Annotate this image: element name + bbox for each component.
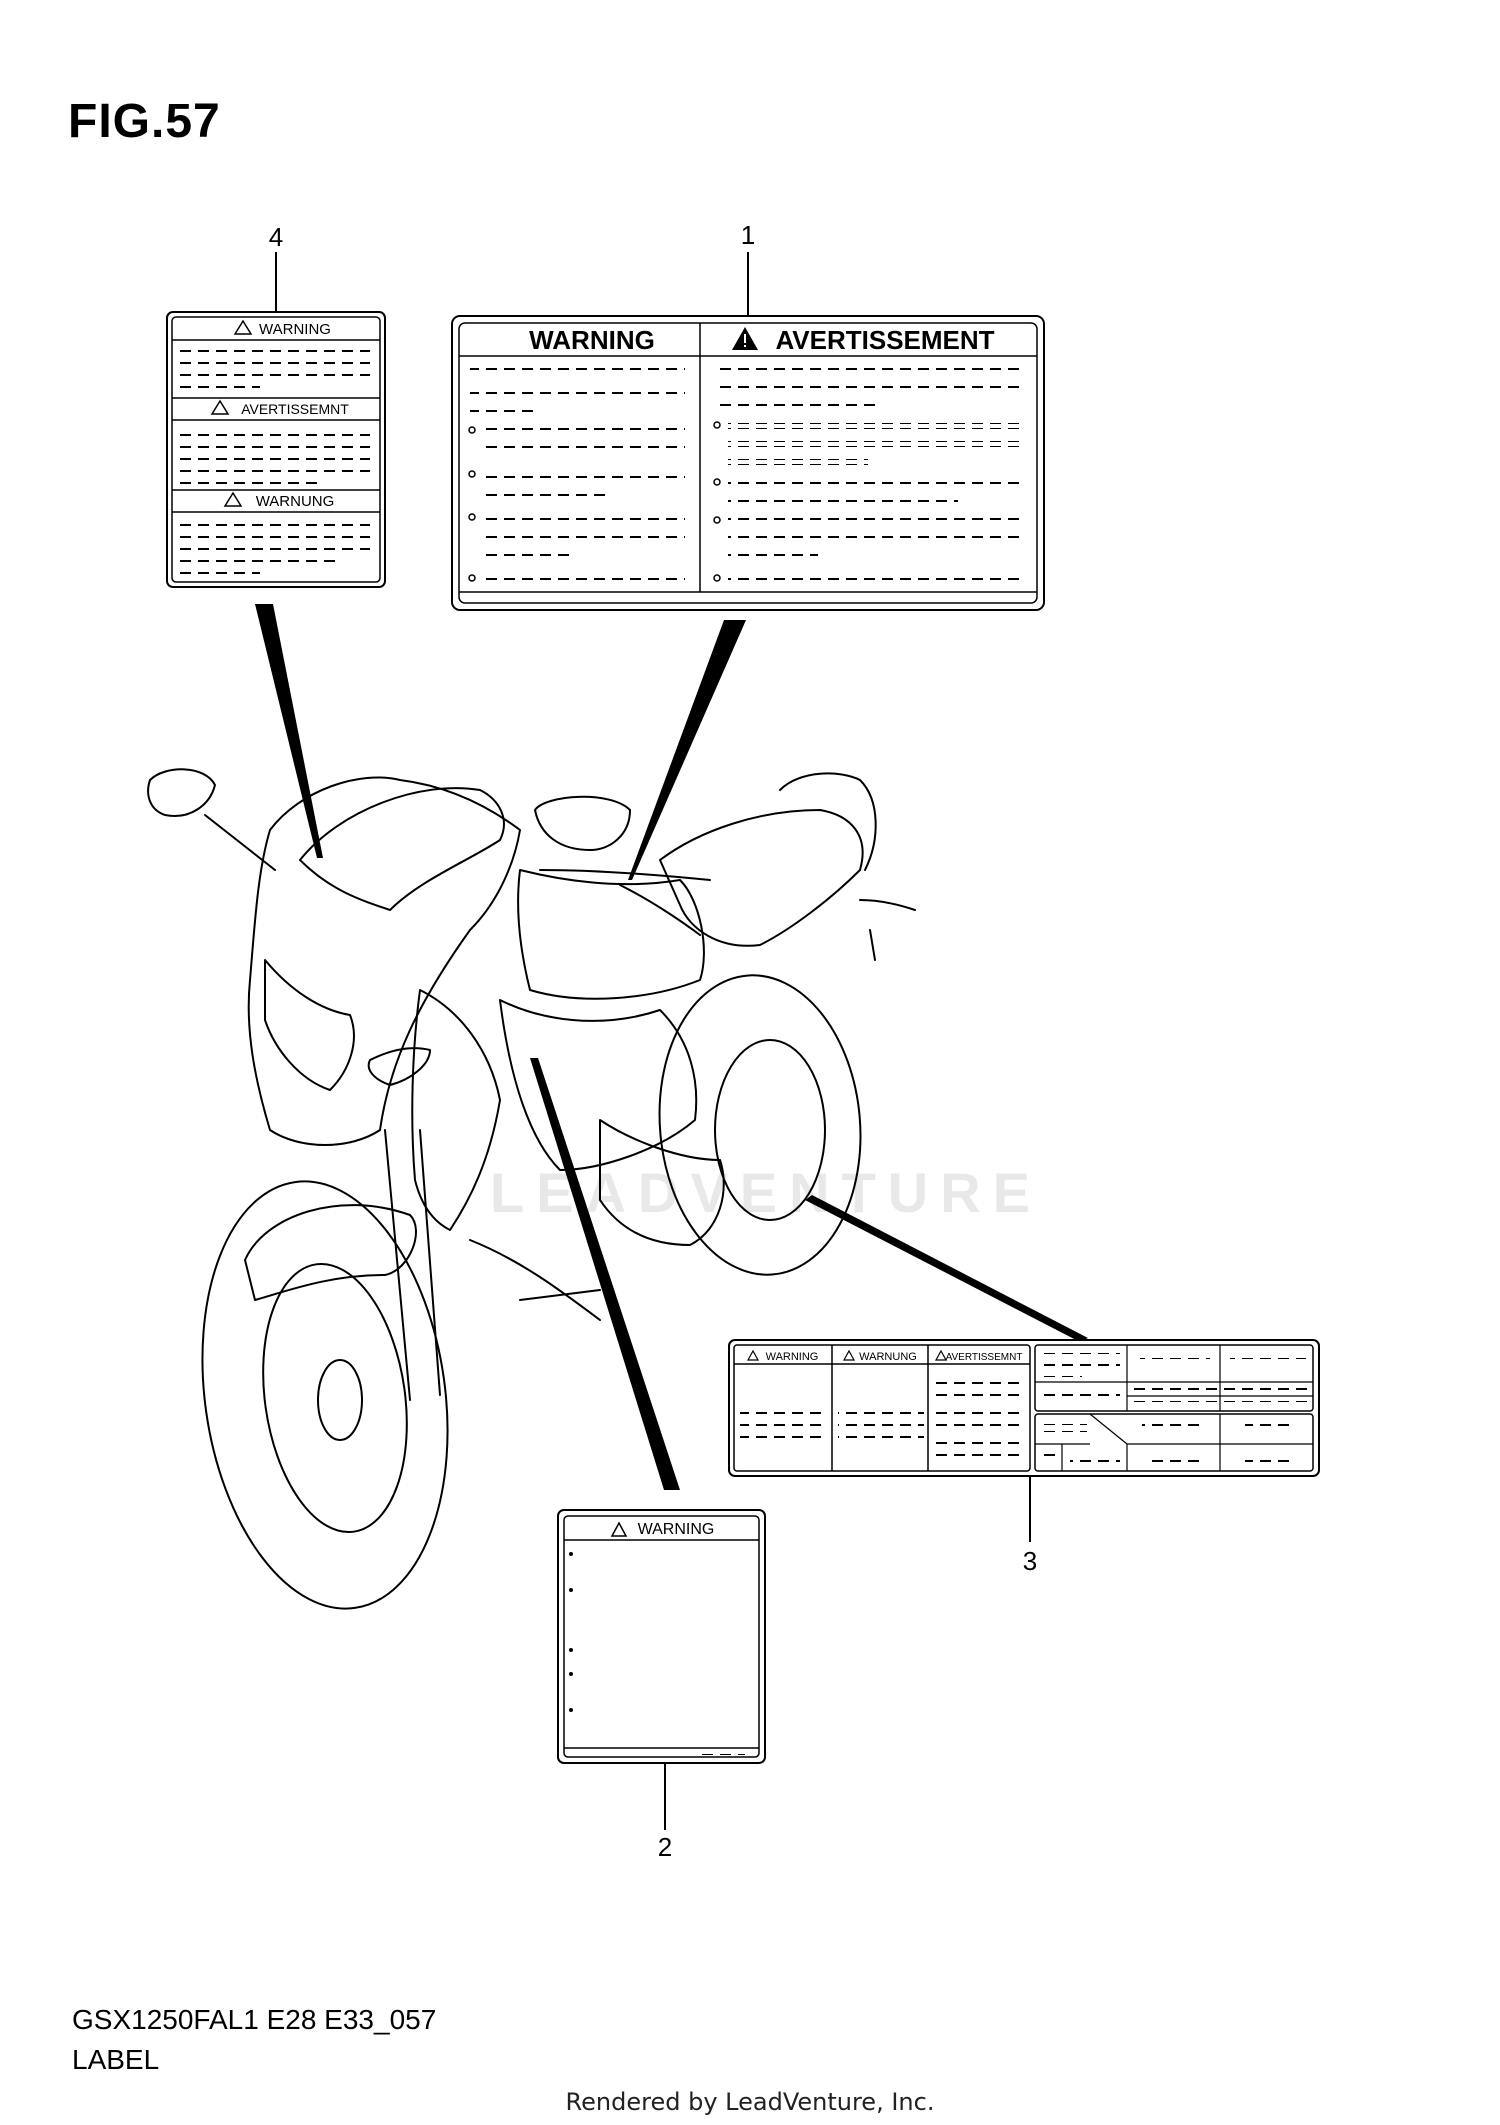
label-4-heading-1: WARNING — [259, 321, 331, 338]
callout-1: 1 — [740, 220, 756, 250]
callout-4: 4 — [268, 222, 284, 252]
label-3: WARNING WARNUNG AVERTISSEMNT — [728, 1339, 1320, 1477]
figure-caption: LABEL — [72, 2044, 160, 2075]
label-1: WARNING AVERTISSEMENT — [451, 315, 1045, 611]
leader-lines — [255, 604, 1088, 1490]
callout-2: 2 — [657, 1832, 673, 1862]
motorcycle-illustration — [147, 768, 916, 1610]
label-4: WARNING AVERTISSEMNT WARNUNG — [166, 311, 386, 588]
callout-ticks — [275, 252, 1031, 1830]
warning-triangle-icon — [746, 1349, 948, 1361]
label-3-heading-1: WARNING — [766, 1351, 819, 1363]
warning-triangle-icon — [610, 1521, 628, 1537]
label-3-heading-3: AVERTISSEMNT — [946, 1352, 1023, 1363]
model-code: GSX1250FAL1 E28 E33_057 — [72, 2004, 437, 2035]
label-4-heading-2: AVERTISSEMNT — [241, 401, 349, 417]
label-3-heading-2: WARNUNG — [859, 1351, 917, 1363]
label-2: WARNING — [557, 1509, 766, 1764]
label-2-heading: WARNING — [638, 1521, 715, 1538]
warning-triangle-icon — [210, 319, 253, 507]
label-4-heading-3: WARNUNG — [256, 493, 335, 510]
figure-title: FIG.57 — [68, 95, 221, 148]
warning-triangle-icon — [732, 327, 758, 350]
render-credit: Rendered by LeadVenture, Inc. — [565, 2088, 935, 2116]
callout-3: 3 — [1022, 1546, 1038, 1576]
label-1-heading-left: WARNING — [529, 325, 655, 355]
label-1-heading-right: AVERTISSEMENT — [775, 325, 994, 355]
